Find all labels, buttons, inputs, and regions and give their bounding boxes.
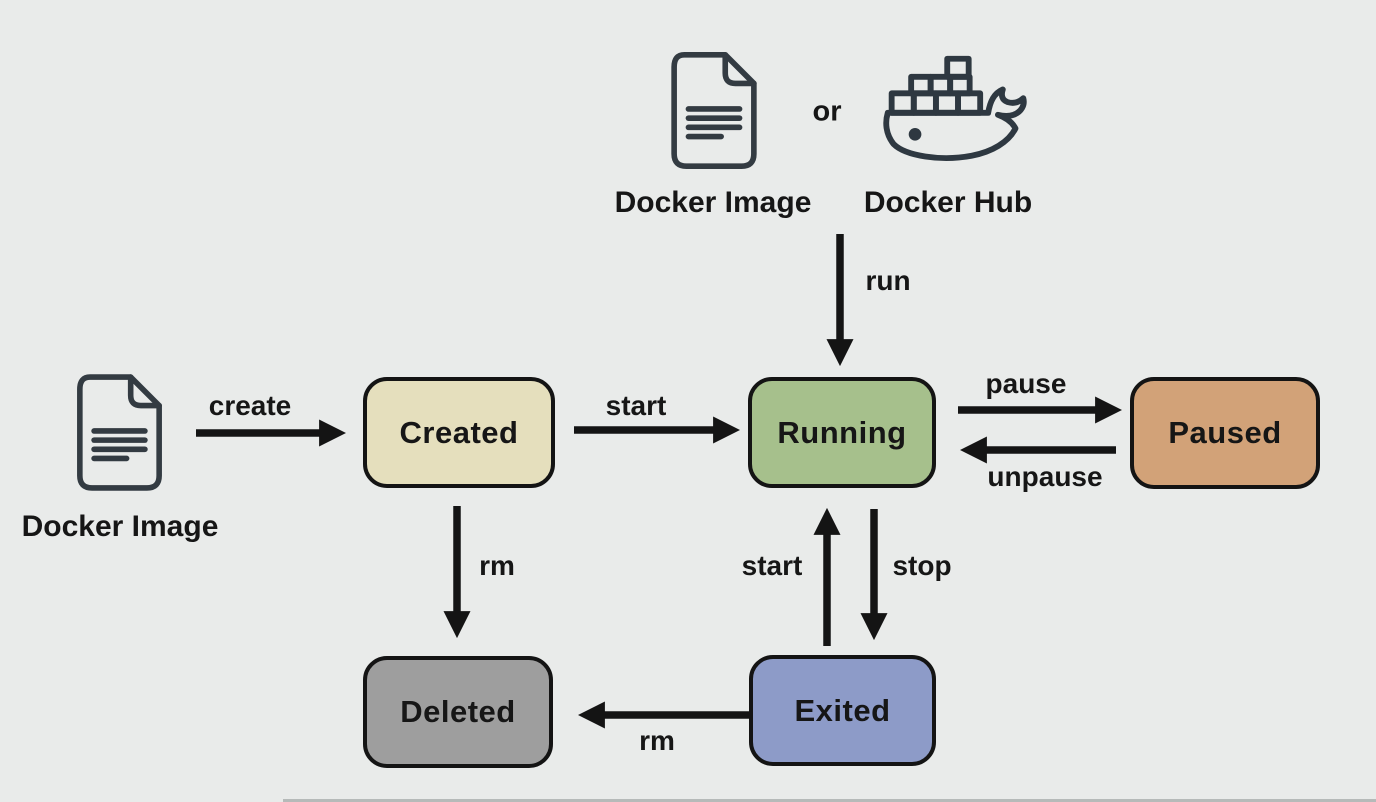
edge-label-create: create bbox=[208, 390, 292, 421]
edge-label-unpause: unpause bbox=[987, 461, 1103, 492]
state-running-label: Running bbox=[777, 414, 907, 450]
edge-label-pause: pause bbox=[985, 368, 1067, 399]
or-label: or bbox=[812, 95, 842, 128]
docker-image-file-icon-left bbox=[77, 374, 162, 491]
docker-image-file-icon bbox=[671, 51, 757, 170]
docker-hub-whale-icon bbox=[883, 55, 1027, 161]
state-exited: Exited bbox=[749, 655, 936, 766]
state-deleted: Deleted bbox=[363, 656, 553, 768]
state-paused-label: Paused bbox=[1168, 415, 1282, 450]
state-created: Created bbox=[363, 377, 555, 488]
edge-label-start-bottom: start bbox=[741, 550, 803, 581]
state-created-label: Created bbox=[399, 414, 519, 450]
edge-label-run: run bbox=[865, 265, 911, 296]
edge-label-stop: stop bbox=[892, 550, 952, 581]
bottom-edge-line bbox=[283, 799, 1376, 802]
edge-label-rm-created: rm bbox=[479, 550, 515, 581]
state-exited-label: Exited bbox=[794, 692, 891, 728]
top-docker-image-label: Docker Image bbox=[614, 186, 812, 219]
state-deleted-label: Deleted bbox=[400, 694, 516, 729]
left-docker-image-label: Docker Image bbox=[21, 510, 219, 543]
docker-hub-label: Docker Hub bbox=[863, 186, 1033, 219]
edge-label-start-top: start bbox=[605, 390, 667, 421]
edge-label-rm-exited: rm bbox=[639, 725, 675, 756]
state-running: Running bbox=[748, 377, 936, 488]
state-paused: Paused bbox=[1130, 377, 1320, 489]
